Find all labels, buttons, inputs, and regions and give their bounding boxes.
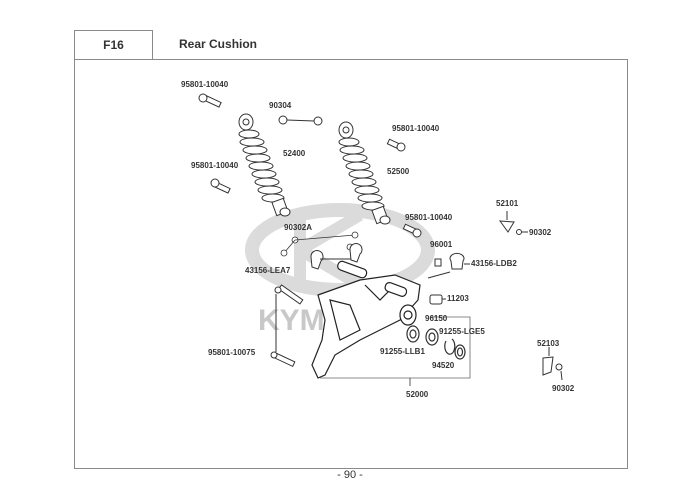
- nut-icon: [278, 115, 323, 126]
- part-label: 94520: [432, 361, 455, 370]
- section-code: F16: [74, 30, 153, 59]
- part-label: 95801-10040: [191, 161, 239, 170]
- part-label: 90302: [529, 228, 552, 237]
- page-title: Rear Cushion: [179, 37, 258, 51]
- part-label: 52000: [406, 390, 429, 399]
- bolt-icon: [198, 93, 222, 108]
- guard-icon: [498, 211, 528, 235]
- part-label: 52103: [537, 339, 560, 348]
- part-label: 43156-LDB2: [471, 259, 517, 268]
- part-label: 95801-10040: [405, 213, 453, 222]
- part-label: 11203: [447, 294, 469, 303]
- part-label: 95801-10040: [392, 124, 440, 133]
- part-label: 95801-10040: [181, 80, 229, 89]
- swingarm-group-line: [320, 316, 471, 379]
- part-label: 52400: [283, 149, 306, 158]
- long-bolt-icon: [270, 284, 304, 368]
- part-label: 96001: [430, 240, 453, 249]
- part-label: 52500: [387, 167, 410, 176]
- part-label: 90302: [552, 384, 575, 393]
- part-label: 90302A: [284, 223, 313, 232]
- diagram-frame: [74, 59, 628, 469]
- swingarm-icon: [311, 260, 421, 379]
- bolt-90302a-icon: [280, 231, 359, 257]
- shock-absorber-left: [238, 113, 291, 217]
- part-label: 91255-LLB1: [380, 347, 425, 356]
- page-number: - 90 -: [337, 469, 363, 481]
- part-label: 43156-LEA7: [245, 266, 291, 275]
- bushing-icon: [429, 294, 446, 305]
- part-label: 95801-10075: [208, 348, 256, 357]
- clamp-ldb2-icon: [427, 252, 470, 279]
- bolt-icon: [386, 138, 406, 152]
- part-label: 90304: [269, 101, 292, 110]
- part-label: 52101: [496, 199, 519, 208]
- part-label: 91255-LGE5: [439, 327, 485, 336]
- bracket-52103-icon: [542, 347, 563, 381]
- bolt-icon: [402, 223, 422, 238]
- clamp-icon: [310, 243, 363, 270]
- seal-bearing-icon: [406, 325, 466, 360]
- shock-absorber-right: [338, 121, 391, 225]
- bolt-icon: [210, 178, 231, 194]
- part-label: 96150: [425, 314, 448, 323]
